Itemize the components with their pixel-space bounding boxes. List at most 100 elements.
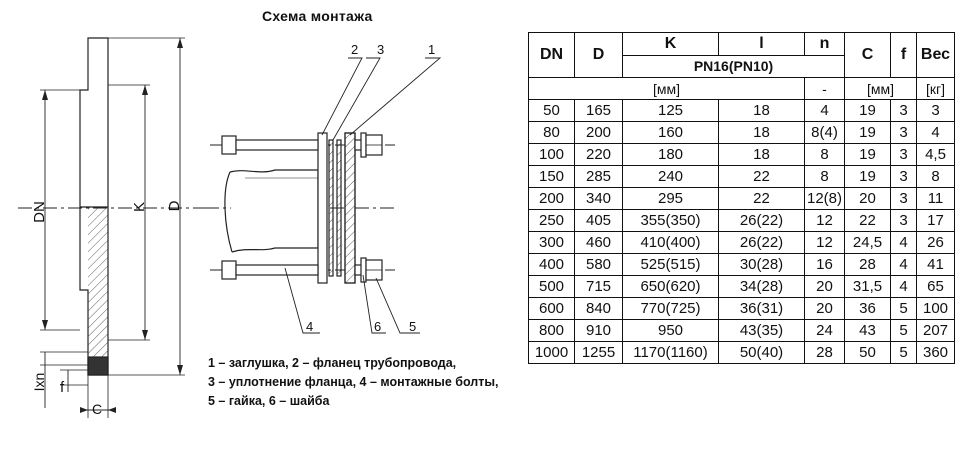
table-cell: 405: [574, 209, 623, 232]
table-cell: 460: [574, 231, 623, 254]
table-cell: 43(35): [718, 319, 805, 342]
callout-3: 3: [377, 42, 384, 57]
pressure-class: PN16(PN10): [622, 54, 845, 78]
table-cell: 4: [890, 253, 917, 276]
table-cell: 22: [844, 209, 891, 232]
table-cell: 31,5: [844, 275, 891, 298]
table-cell: 410(400): [622, 231, 719, 254]
dimension-table: DN D K l n C f Вес PN16(PN10) [мм] - [мм…: [528, 32, 955, 364]
table-cell: 650(620): [622, 275, 719, 298]
table-cell: 100: [916, 297, 955, 320]
table-cell: 30(28): [718, 253, 805, 276]
k-label: K: [131, 202, 148, 212]
header-d: D: [574, 32, 623, 78]
table-cell: 100: [528, 143, 575, 166]
legend: 1 – заглушка, 2 – фланец трубопровода, 3…: [208, 354, 499, 411]
table-cell: 4: [916, 121, 955, 144]
table-cell: 3: [890, 165, 917, 188]
table-cell: 8: [804, 143, 845, 166]
callout-6: 6: [374, 319, 381, 334]
table-cell: 3: [890, 143, 917, 166]
table-cell: 20: [804, 275, 845, 298]
header-l: l: [718, 32, 805, 56]
table-cell: 950: [622, 319, 719, 342]
table-cell: 24: [804, 319, 845, 342]
unit-mm-2: [мм]: [844, 77, 917, 100]
table-cell: 18: [718, 121, 805, 144]
table-cell: 840: [574, 297, 623, 320]
dimension-labels: DN K D Ixn f C: [31, 200, 183, 417]
table-cell: 34(28): [718, 275, 805, 298]
legend-line: 5 – гайка, 6 – шайба: [208, 394, 330, 408]
f-label: f: [60, 379, 65, 396]
table-cell: 200: [574, 121, 623, 144]
unit-dash: -: [804, 77, 845, 100]
table-cell: 50: [528, 99, 575, 122]
table-cell: 19: [844, 143, 891, 166]
table-cell: 19: [844, 165, 891, 188]
table-cell: 26(22): [718, 231, 805, 254]
table-cell: 180: [622, 143, 719, 166]
table-cell: 17: [916, 209, 955, 232]
table-cell: 50(40): [718, 341, 805, 364]
table-cell: 160: [622, 121, 719, 144]
header-c: C: [844, 32, 891, 78]
table-cell: 4: [890, 231, 917, 254]
table-cell: 12: [804, 231, 845, 254]
table-cell: 11: [916, 187, 955, 210]
table-cell: 28: [804, 341, 845, 364]
header-k: K: [622, 32, 719, 56]
table-cell: 50: [844, 341, 891, 364]
unit-mm: [мм]: [528, 77, 805, 100]
table-cell: 12: [804, 209, 845, 232]
table-cell: 220: [574, 143, 623, 166]
table-cell: 5: [890, 341, 917, 364]
table-cell: 80: [528, 121, 575, 144]
table-cell: 360: [916, 341, 955, 364]
table-cell: 4: [890, 275, 917, 298]
table-cell: 20: [804, 297, 845, 320]
table-cell: 165: [574, 99, 623, 122]
table-cell: 500: [528, 275, 575, 298]
callout-5: 5: [409, 319, 416, 334]
table-cell: 4: [804, 99, 845, 122]
table-cell: 400: [528, 253, 575, 276]
flange-section-view: [18, 37, 205, 418]
table-cell: 1000: [528, 341, 575, 364]
table-cell: 600: [528, 297, 575, 320]
table-cell: 65: [916, 275, 955, 298]
table-cell: 580: [574, 253, 623, 276]
drawing-caption: Схема монтажа: [262, 8, 373, 24]
table-cell: 715: [574, 275, 623, 298]
header-weight: Вес: [916, 32, 955, 78]
table-cell: 340: [574, 187, 623, 210]
table-cell: 43: [844, 319, 891, 342]
d-label: D: [166, 200, 183, 211]
header-n: n: [804, 32, 845, 56]
table-cell: 207: [916, 319, 955, 342]
lxn-label: Ixn: [31, 373, 47, 392]
table-cell: 28: [844, 253, 891, 276]
legend-line: 3 – уплотнение фланца, 4 – монтажные бол…: [208, 375, 499, 389]
table-cell: 19: [844, 99, 891, 122]
table-cell: 355(350): [622, 209, 719, 232]
table-cell: 3: [890, 121, 917, 144]
dimension-arrows: [42, 38, 183, 413]
table-cell: 300: [528, 231, 575, 254]
table-cell: 22: [718, 165, 805, 188]
table-cell: 36(31): [718, 297, 805, 320]
dn-label: DN: [31, 201, 48, 223]
table-cell: 5: [890, 319, 917, 342]
table-cell: 250: [528, 209, 575, 232]
table-cell: 3: [890, 209, 917, 232]
callout-4: 4: [306, 319, 313, 334]
